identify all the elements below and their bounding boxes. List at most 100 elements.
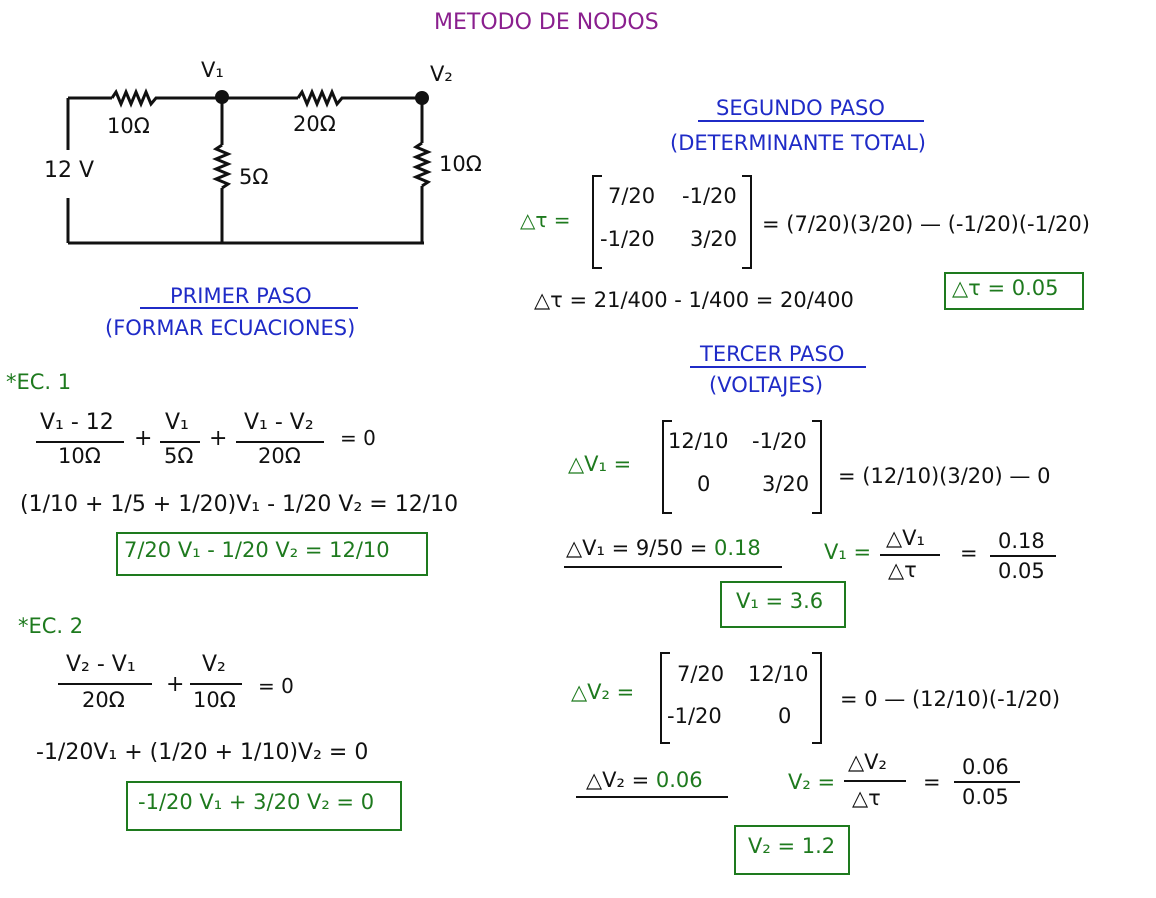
dv1-matrix-a21: 0 [697,472,711,496]
paso2-subtitle: (DETERMINANTE TOTAL) [670,131,926,155]
ec2-frac1-bar [58,683,152,685]
resistor-20ohm [296,88,350,108]
dv2-matrix-a11: 7/20 [677,662,725,686]
ec2-plus: + [166,672,185,697]
paso2-result: △τ = 0.05 [952,276,1059,300]
dv1-label: △V₁ = [568,452,632,476]
node-v1-dot [215,90,229,104]
paso2-matrix-a22: 3/20 [690,227,738,251]
resistor-5ohm-label: 5Ω [239,165,269,189]
ec1-result-box [116,532,428,576]
paso3-subtitle: (VOLTAJES) [709,373,824,397]
ec2-result: -1/20 V₁ + 3/20 V₂ = 0 [138,790,375,814]
v2-eq: = [923,770,941,794]
dv2-label: △V₂ = [571,680,635,704]
v2-result-box [734,825,850,875]
dv2-calc-underline [576,796,728,798]
v2-den-value: 0.05 [962,785,1009,809]
v2-value-bar [954,781,1020,783]
ec2-frac2-bar [190,683,242,685]
v1-frac-num: △V₁ [886,526,925,550]
ec1-frac1-num: V₁ - 12 [40,410,114,435]
resistor-10ohm-left [110,88,162,108]
v2-num-value: 0.06 [962,755,1009,779]
ec1-frac2-den: 5Ω [164,444,194,468]
paso3-title: TERCER PASO [700,342,845,366]
ec1-frac3-den: 20Ω [258,444,301,468]
dv1-calc-underline [564,566,782,568]
paso2-matrix-a21: -1/20 [600,227,655,251]
resistor-5ohm [212,143,232,190]
dv2-matrix-left-bracket [660,652,670,744]
paso2-matrix-a12: -1/20 [682,184,737,208]
ec1-frac2-num: V₁ [165,410,189,435]
ec2-frac2-den: 10Ω [193,688,236,712]
v2-frac-bar [844,780,906,782]
dv2-expansion: = 0 — (12/10)(-1/20) [840,687,1061,711]
dv1-expansion: = (12/10)(3/20) — 0 [838,464,1051,488]
ec1-frac3-num: V₁ - V₂ [244,410,314,435]
ec1-label: *EC. 1 [6,370,72,394]
dv2-matrix-a22: 0 [778,704,792,728]
v1-num-value: 0.18 [998,529,1045,553]
paso3-underline [690,366,866,368]
dv1-calc-text: △V₁ = 9/50 = [566,536,714,560]
dv1-matrix-right-bracket [812,420,822,514]
resistor-10ohm-right-label: 10Ω [439,152,482,176]
dv2-calc-value: 0.06 [655,768,703,792]
v1-den-value: 0.05 [998,559,1045,583]
v1-frac-den: △τ [888,558,917,582]
paso2-matrix-a11: 7/20 [608,184,656,208]
v1-result-box [720,581,846,628]
paso1-underline [140,307,358,309]
paso2-title: SEGUNDO PASO [716,96,885,120]
v1-frac-bar [880,554,940,556]
dv2-calc-text: △V₂ = [586,768,656,792]
dv1-matrix-a12: -1/20 [752,429,807,453]
dv2-matrix-a12: 12/10 [748,662,809,686]
node-v2-label: V₂ [430,62,453,86]
resistor-10ohm-left-label: 10Ω [107,114,150,138]
paso1-subtitle: (FORMAR ECUACIONES) [105,316,356,340]
ec1-frac3-bar [236,441,324,443]
ec1-frac1-bar [36,441,124,443]
ec1-frac2-bar [160,441,200,443]
ec2-label: *EC. 2 [18,614,84,638]
circuit-diagram [66,88,432,245]
dv1-matrix-a22: 3/20 [762,472,810,496]
v1-label: V₁ = [824,540,872,564]
v2-frac-num: △V₂ [848,750,887,774]
paso2-delta-label: △τ = [520,208,571,232]
paso2-underline [698,120,924,122]
v1-eq: = [960,541,978,565]
v2-result: V₂ = 1.2 [748,834,836,858]
dv2-calc: △V₂ = 0.06 [586,768,703,792]
ec2-frac2-num: V₂ [202,652,226,677]
paso2-calc: △τ = 21/400 - 1/400 = 20/400 [534,288,854,312]
dv1-calc: △V₁ = 9/50 = 0.18 [566,536,761,560]
v2-label: V₂ = [788,770,836,794]
dv1-matrix-left-bracket [662,420,672,514]
paso2-matrix-right-bracket [742,175,752,269]
ec1-expanded: (1/10 + 1/5 + 1/20)V₁ - 1/20 V₂ = 12/10 [20,492,459,517]
resistor-10ohm-right [412,141,432,188]
resistor-20ohm-label: 20Ω [293,112,336,136]
ec2-result-box [126,781,402,831]
v1-value-bar [990,555,1056,557]
v2-frac-den: △τ [852,786,881,810]
ec1-frac1-den: 10Ω [58,444,101,468]
ec1-eq-zero: = 0 [340,426,376,450]
ec2-frac1-den: 20Ω [82,688,125,712]
dv1-matrix-a11: 12/10 [668,429,729,453]
dv1-calc-value: 0.18 [713,536,761,560]
ec2-expanded: -1/20V₁ + (1/20 + 1/10)V₂ = 0 [36,740,369,765]
node-v2-dot [415,91,429,105]
ec1-plus2: + [209,426,228,451]
paso2-result-box [944,272,1084,310]
ec2-eq-zero: = 0 [258,674,294,698]
paso2-expansion: = (7/20)(3/20) — (-1/20)(-1/20) [762,212,1090,236]
ec2-frac1-num: V₂ - V₁ [66,652,136,677]
dv2-matrix-right-bracket [812,652,822,744]
ec1-result: 7/20 V₁ - 1/20 V₂ = 12/10 [124,538,390,562]
dv2-matrix-a21: -1/20 [667,704,722,728]
